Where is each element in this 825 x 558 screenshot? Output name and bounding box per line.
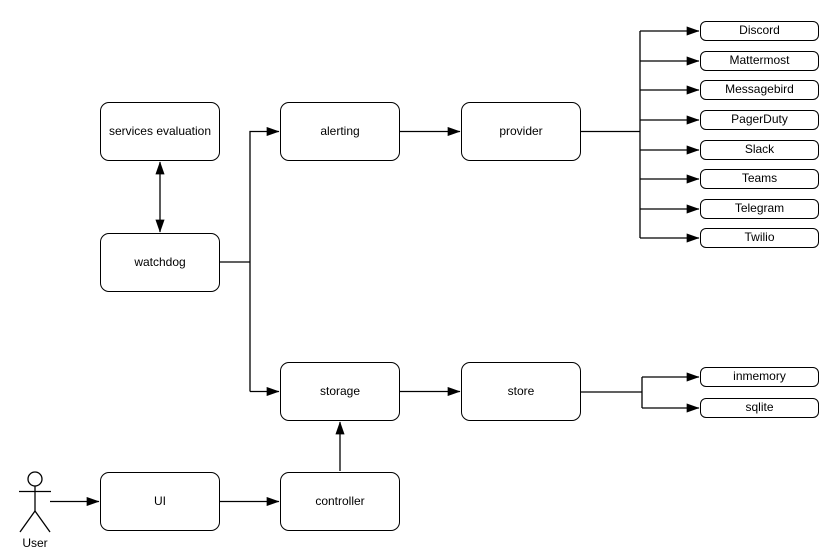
- edge-watchdog-alerting: [249, 126, 280, 392]
- node-store: store: [461, 362, 581, 421]
- node-store-option-inmemory: inmemory: [700, 367, 819, 387]
- node-label: Teams: [741, 171, 778, 186]
- node-label: alerting: [320, 123, 360, 138]
- user-actor-label: User: [22, 536, 48, 550]
- node-provider-option-discord: Discord: [700, 21, 819, 41]
- node-provider-option-messagebird: Messagebird: [700, 80, 819, 100]
- node-label: Twilio: [744, 230, 775, 245]
- node-label: provider: [499, 123, 543, 138]
- node-label: Mattermost: [729, 53, 790, 68]
- node-label: controller: [315, 493, 365, 508]
- node-label: sqlite: [745, 400, 774, 415]
- node-label: store: [507, 383, 535, 398]
- node-label: storage: [319, 383, 361, 398]
- node-label: Messagebird: [725, 82, 794, 97]
- node-provider-option-telegram: Telegram: [700, 199, 819, 219]
- node-provider: provider: [461, 102, 581, 161]
- node-provider-option-mattermost: Mattermost: [700, 51, 819, 71]
- node-label: watchdog: [134, 254, 186, 269]
- node-storage: storage: [280, 362, 400, 421]
- node-services-evaluation: services evaluation: [100, 102, 220, 161]
- node-label: inmemory: [733, 369, 786, 384]
- node-label: Discord: [739, 23, 780, 38]
- user-actor-icon: [19, 471, 51, 533]
- node-watchdog: watchdog: [100, 233, 220, 292]
- node-provider-option-pagerduty: PagerDuty: [700, 110, 819, 130]
- node-label: PagerDuty: [731, 112, 788, 127]
- node-label: UI: [154, 493, 166, 508]
- node-controller: controller: [280, 472, 400, 531]
- node-store-option-sqlite: sqlite: [700, 398, 819, 418]
- node-label: Slack: [744, 142, 775, 157]
- node-alerting: alerting: [280, 102, 400, 161]
- node-label: Telegram: [734, 201, 785, 216]
- node-provider-option-slack: Slack: [700, 140, 819, 160]
- node-provider-option-twilio: Twilio: [700, 228, 819, 248]
- node-provider-option-teams: Teams: [700, 169, 819, 189]
- node-ui: UI: [100, 472, 220, 531]
- node-label: services evaluation: [108, 123, 212, 138]
